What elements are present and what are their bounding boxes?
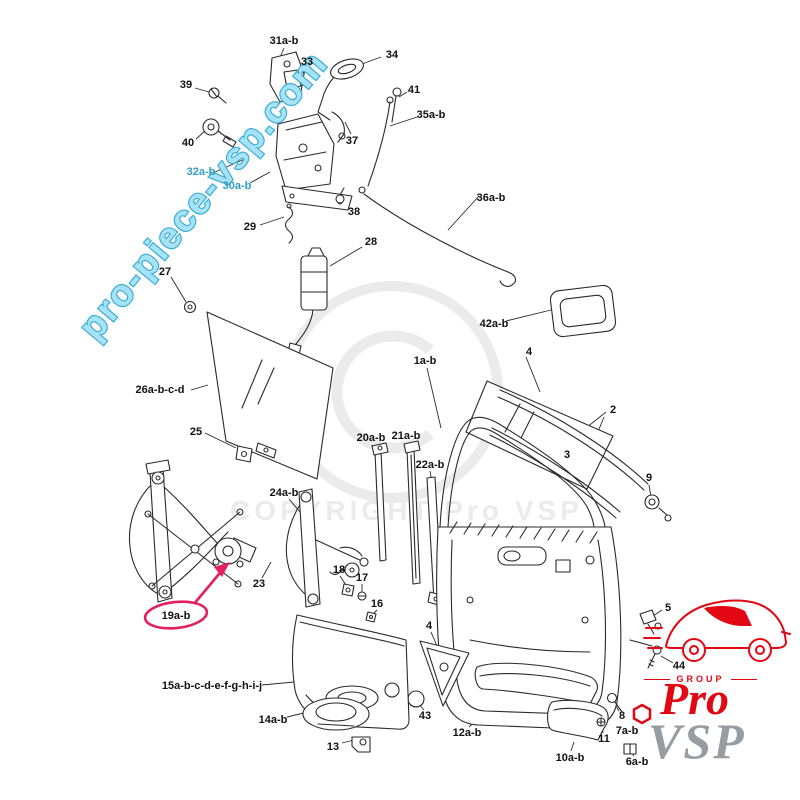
lock-mechanism-parts (202, 51, 517, 287)
copyright-watermark-text: COPYRIGHT Pro VSP (230, 495, 583, 526)
logo-group-row: GROUP (608, 674, 793, 684)
window-glass-front (465, 380, 614, 490)
copyright-watermark: COPYRIGHT Pro VSP (230, 281, 583, 526)
door-pockets (474, 662, 609, 741)
logo-vsp-text: VSP (648, 713, 746, 769)
window-regulator-right (285, 488, 369, 608)
lock-cylinder-grommet (644, 494, 672, 522)
door-trim-panel (291, 614, 410, 753)
logo-group-line-right (730, 678, 757, 680)
provsp-logo: GROUP Pro VSP (608, 578, 793, 793)
interior-handle-bezel (549, 284, 617, 338)
weatherstrips (489, 389, 649, 519)
logo-group-line-left (644, 678, 671, 680)
window-glass-rear (183, 300, 334, 480)
small-fasteners (341, 583, 377, 623)
window-regulator-left (128, 459, 257, 603)
logo-car-icon (643, 599, 791, 662)
logo-group-label: GROUP (676, 674, 725, 684)
door-lock-actuator (287, 247, 328, 356)
logo-pro-text: Pro (660, 673, 729, 724)
logo-hex-nut-icon (632, 703, 652, 725)
highlight-annotation (143, 562, 230, 630)
